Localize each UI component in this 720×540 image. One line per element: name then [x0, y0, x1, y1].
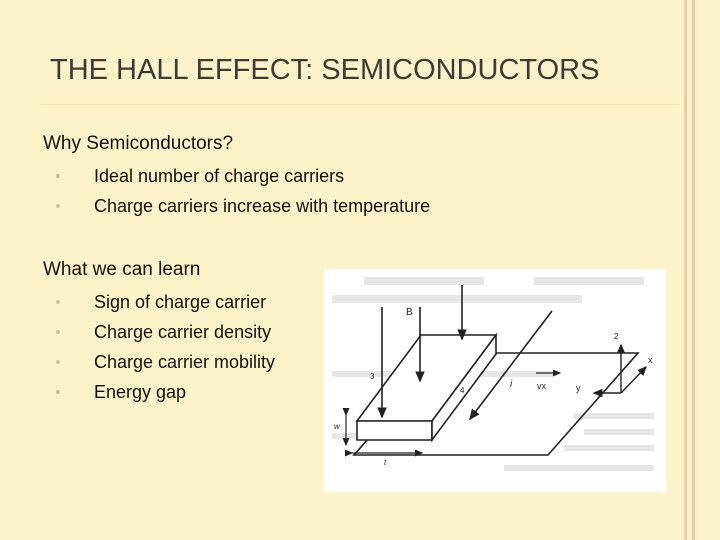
- slide-title: THE HALL EFFECT: SEMICONDUCTORS: [50, 54, 600, 86]
- current-arrow: [469, 310, 553, 421]
- semiconductor-slab: [355, 332, 498, 443]
- label-w: w: [334, 422, 341, 431]
- section-heading-learn: What we can learn: [43, 259, 201, 280]
- label-i: i: [510, 379, 513, 390]
- axis-label-y: y: [576, 383, 581, 393]
- title-divider: [40, 104, 680, 105]
- bullet-text: Energy gap: [94, 382, 187, 402]
- bullet-icon: [56, 390, 60, 394]
- slide-edge-stripe: [684, 0, 687, 540]
- bullet-icon: [56, 300, 60, 304]
- label-4: 4: [460, 386, 465, 395]
- label-3: 3: [370, 372, 375, 381]
- bullet-icon: [56, 330, 60, 334]
- bullet-list-learn: Sign of charge carrier Charge carrier de…: [52, 291, 275, 411]
- bullet-text: Ideal number of charge carriers: [94, 166, 345, 186]
- bullet-text: Charge carriers increase with temperatur…: [94, 196, 431, 216]
- bullet-item: Charge carriers increase with temperatur…: [52, 195, 430, 225]
- axis-label-x: x: [648, 355, 653, 365]
- hall-effect-diagram: B i vx 3 4 2 y x w t: [324, 269, 666, 492]
- label-b: B: [406, 307, 413, 318]
- bullet-icon: [56, 174, 60, 178]
- label-vx: vx: [537, 381, 547, 391]
- bullet-item: Charge carrier mobility: [52, 351, 275, 381]
- slide-edge-stripe: [692, 0, 695, 540]
- hall-effect-diagram-svg: B i vx 3 4 2 y x w t: [332, 277, 654, 471]
- bullet-list-why: Ideal number of charge carriers Charge c…: [52, 165, 430, 225]
- bullet-text: Sign of charge carrier: [94, 292, 267, 312]
- bullet-item: Energy gap: [52, 381, 275, 411]
- section-heading-why: Why Semiconductors?: [43, 133, 234, 154]
- label-t: t: [384, 458, 387, 467]
- bullet-item: Sign of charge carrier: [52, 291, 275, 321]
- bullet-text: Charge carrier density: [94, 322, 272, 342]
- bullet-text: Charge carrier mobility: [94, 352, 276, 372]
- bullet-item: Charge carrier density: [52, 321, 275, 351]
- scan-artifacts: [332, 277, 654, 471]
- coordinate-axes: 2 y x: [576, 332, 653, 398]
- bullet-item: Ideal number of charge carriers: [52, 165, 430, 195]
- label-2: 2: [614, 332, 619, 341]
- bullet-icon: [56, 204, 60, 208]
- bullet-icon: [56, 360, 60, 364]
